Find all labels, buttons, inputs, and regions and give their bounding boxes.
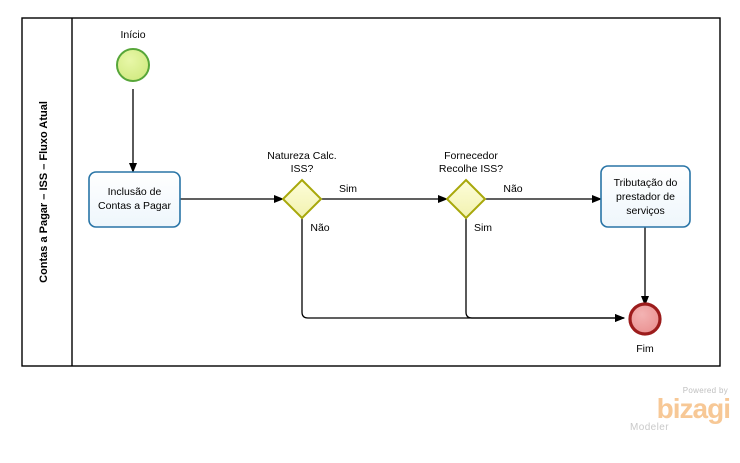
task-tributacao-line-2: prestador de: [616, 191, 675, 203]
flow-label-fornecedor-nao: Não: [503, 183, 522, 195]
end-event[interactable]: Fim: [628, 302, 662, 355]
gateway-fornecedor-recolhe-iss[interactable]: Fornecedor Recolhe ISS? Não Sim: [439, 150, 523, 234]
task-inclusao-contas-a-pagar[interactable]: Inclusão de Contas a Pagar: [88, 171, 181, 228]
gateway-natureza-diamond[interactable]: [281, 178, 323, 220]
start-event[interactable]: Início: [116, 29, 150, 82]
task-inclusao-line-2: Contas a Pagar: [98, 200, 171, 212]
gateway-fornecedor-label-line-2: Recolhe ISS?: [439, 163, 503, 175]
task-inclusao-line-1: Inclusão de: [108, 186, 162, 198]
bizagi-wordmark: bizagi: [656, 393, 731, 424]
flow-label-natureza-sim: Sim: [339, 183, 357, 195]
lane-label: Contas a Pagar – ISS – Fluxo Atual: [38, 101, 50, 283]
task-tributacao-box[interactable]: [600, 165, 691, 228]
gateway-fornecedor-diamond[interactable]: [445, 178, 487, 220]
gateway-natureza-label-line-2: ISS?: [291, 163, 314, 175]
task-tributacao-prestador-servicos[interactable]: Tributação do prestador de serviços: [600, 165, 691, 228]
flow-label-natureza-nao: Não: [310, 222, 329, 234]
start-event-circle[interactable]: [116, 48, 150, 82]
bizagi-product-label: Modeler: [630, 422, 669, 433]
powered-by-label: Powered by: [682, 386, 728, 395]
task-tributacao-line-1: Tributação do: [614, 177, 678, 189]
gateway-fornecedor-label-line-1: Fornecedor: [444, 150, 498, 162]
flow-label-fornecedor-sim: Sim: [474, 222, 492, 234]
flow-natureza-nao-to-fim: [301, 218, 625, 322]
lane-header: Contas a Pagar – ISS – Fluxo Atual: [38, 101, 50, 283]
start-event-label: Início: [120, 29, 145, 41]
task-inclusao-box[interactable]: [88, 171, 181, 228]
gateway-natureza-calc-iss[interactable]: Natureza Calc. ISS? Sim Não: [267, 150, 357, 234]
bizagi-branding: Powered by bizagi Modeler: [622, 386, 734, 438]
flow-fornecedor-sim-to-fim: [465, 218, 625, 322]
end-event-label: Fim: [636, 343, 654, 355]
task-tributacao-line-3: serviços: [626, 205, 665, 217]
sequence-flows: [129, 89, 649, 322]
gateway-natureza-label-line-1: Natureza Calc.: [267, 150, 336, 162]
end-event-circle[interactable]: [628, 302, 662, 336]
